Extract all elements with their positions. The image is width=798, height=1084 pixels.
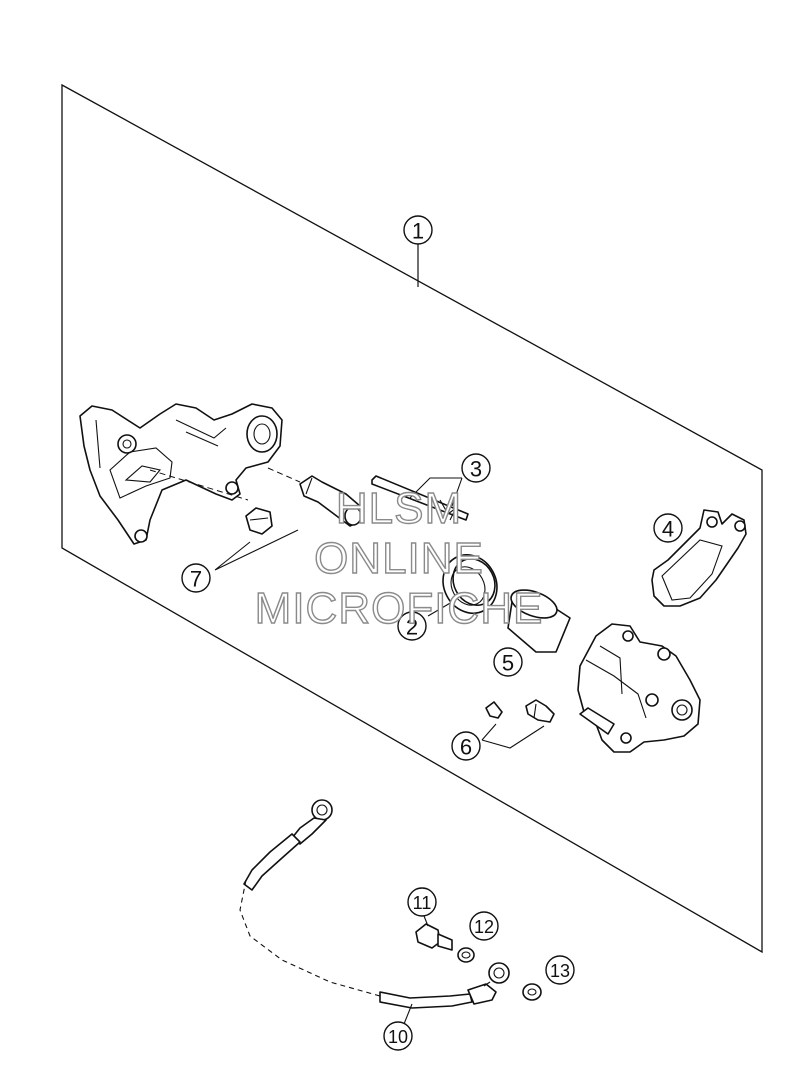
callout-6-label: 6 xyxy=(460,735,472,760)
callout-5-label: 5 xyxy=(502,651,514,676)
leader-3 xyxy=(409,477,463,507)
callout-12-label: 12 xyxy=(474,917,494,937)
callout-3-label: 3 xyxy=(470,457,482,482)
callout-4: 4 xyxy=(653,513,683,543)
callout-11: 11 xyxy=(407,887,437,917)
part-11-banjo-bolt xyxy=(415,923,453,951)
part-5-piston xyxy=(507,589,571,653)
callout-2: 2 xyxy=(397,611,427,641)
leader-7 xyxy=(214,529,299,571)
part-3-pin-clip xyxy=(371,475,469,521)
callout-7: 7 xyxy=(181,563,211,593)
guide-pin xyxy=(299,475,363,527)
part-10-brake-hose xyxy=(239,799,510,1009)
callout-12: 12 xyxy=(469,911,499,941)
assembly-axis xyxy=(149,467,301,501)
caliper-carrier-bracket xyxy=(79,403,283,545)
leader-10 xyxy=(403,1003,413,1025)
callout-4-label: 4 xyxy=(662,517,674,542)
callout-5: 5 xyxy=(493,647,523,677)
callout-13-label: 13 xyxy=(550,961,570,981)
part-7-boot xyxy=(245,507,273,535)
callout-1-label: 1 xyxy=(412,219,424,244)
callout-6: 6 xyxy=(451,731,481,761)
part-2-seal-ring xyxy=(442,554,498,614)
callout-13: 13 xyxy=(545,955,575,985)
caliper-body xyxy=(577,623,701,753)
part-4-brake-pad xyxy=(651,509,747,607)
kit-boundary xyxy=(61,83,763,954)
callout-10-label: 10 xyxy=(388,1027,408,1047)
callout-11-label: 11 xyxy=(413,893,432,913)
callout-3: 3 xyxy=(461,453,491,483)
part-12-washer xyxy=(457,947,475,963)
callout-2-label: 2 xyxy=(406,615,418,640)
leader-6 xyxy=(481,723,545,749)
leader-11 xyxy=(423,915,429,927)
callout-7-label: 7 xyxy=(190,567,202,592)
callout-10: 10 xyxy=(383,1021,413,1051)
callout-1: 1 xyxy=(403,215,433,245)
leader-2 xyxy=(427,601,453,617)
part-6-bleeder-valves xyxy=(485,699,555,723)
part-13-washer xyxy=(522,983,542,1001)
